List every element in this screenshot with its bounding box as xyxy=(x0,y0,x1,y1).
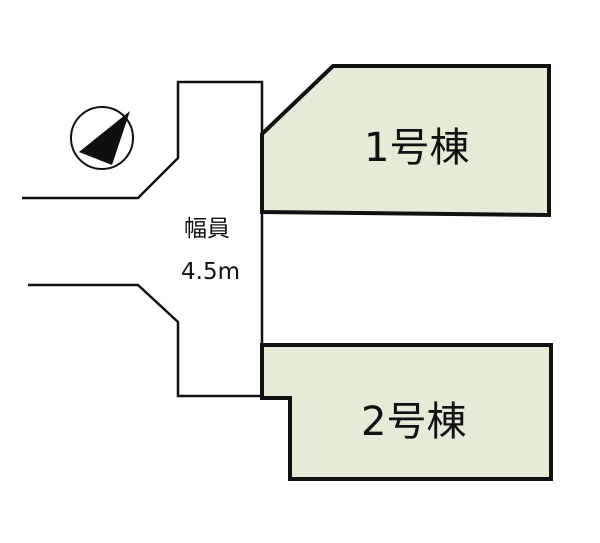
lot-1-parcel xyxy=(260,64,551,218)
road-width-value: 4.5m xyxy=(181,259,240,285)
north-arrow-icon xyxy=(70,106,134,170)
lot-2-label: 2号棟 xyxy=(361,399,466,445)
lot-1-label: 1号棟 xyxy=(364,125,469,171)
road-width-title: 幅員 xyxy=(184,216,230,242)
lot-2-parcel xyxy=(260,343,553,481)
private-road-outline xyxy=(22,80,264,398)
